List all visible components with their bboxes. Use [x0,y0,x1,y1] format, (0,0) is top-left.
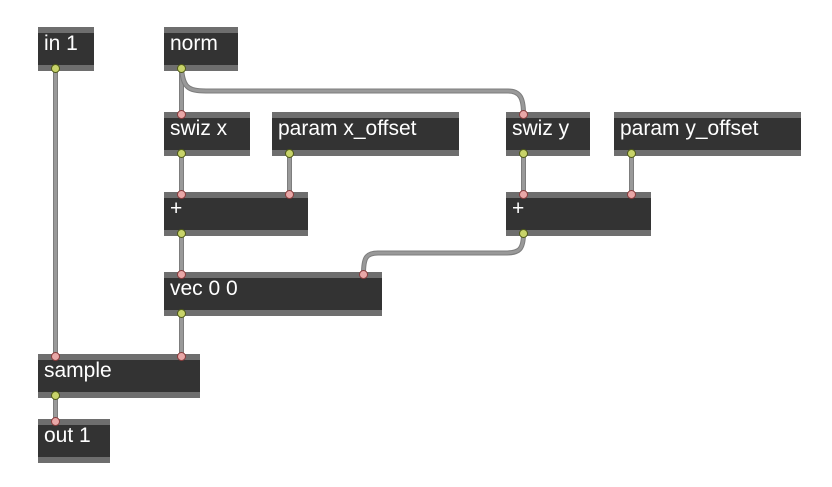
in-1-label: in 1 [44,32,78,55]
norm-to-swiz-y-cord[interactable] [180,66,525,116]
out-1-inlet[interactable] [51,417,60,426]
in-1-outlet[interactable] [51,64,60,73]
plus-y-object[interactable]: + [506,192,651,236]
plus-y-to-vec-cord[interactable] [362,231,525,276]
swiz-x-inlet[interactable] [177,110,186,119]
sample-outlet[interactable] [51,391,60,400]
plus-x-label: + [170,197,183,220]
swiz-x-object[interactable]: swiz x [164,112,250,156]
param-x-offset-outlet[interactable] [285,149,294,158]
vec-right-inlet[interactable] [359,270,368,279]
out-1-object[interactable]: out 1 [38,419,110,463]
norm-outlet[interactable] [177,64,186,73]
plus-x-outlet[interactable] [177,229,186,238]
plus-x-right-inlet[interactable] [285,190,294,199]
vec-object[interactable]: vec 0 0 [164,272,382,316]
plus-y-label: + [512,197,525,220]
param-y-offset-object[interactable]: param y_offset [614,112,801,156]
param-x-offset-label: param x_offset [278,117,417,140]
swiz-x-outlet[interactable] [177,149,186,158]
sample-object[interactable]: sample [38,354,200,398]
swiz-y-label: swiz y [512,117,570,140]
sample-right-inlet[interactable] [177,352,186,361]
param-y-offset-label: param y_offset [620,117,759,140]
swiz-x-label: swiz x [170,117,228,140]
plus-x-left-inlet[interactable] [177,190,186,199]
out-1-label: out 1 [44,424,91,447]
swiz-y-object[interactable]: swiz y [506,112,590,156]
sample-label: sample [44,359,112,382]
vec-label: vec 0 0 [170,277,238,300]
param-y-offset-outlet[interactable] [627,149,636,158]
swiz-y-inlet[interactable] [519,110,528,119]
norm-object[interactable]: norm [164,27,238,71]
plus-x-object[interactable]: + [164,192,308,236]
vec-outlet[interactable] [177,309,186,318]
vec-left-inlet[interactable] [177,270,186,279]
sample-left-inlet[interactable] [51,352,60,361]
swiz-y-outlet[interactable] [519,149,528,158]
param-x-offset-object[interactable]: param x_offset [272,112,459,156]
norm-label: norm [170,32,218,55]
in-1-object[interactable]: in 1 [38,27,94,71]
plus-y-outlet[interactable] [519,229,528,238]
plus-y-right-inlet[interactable] [627,190,636,199]
plus-y-left-inlet[interactable] [519,190,528,199]
